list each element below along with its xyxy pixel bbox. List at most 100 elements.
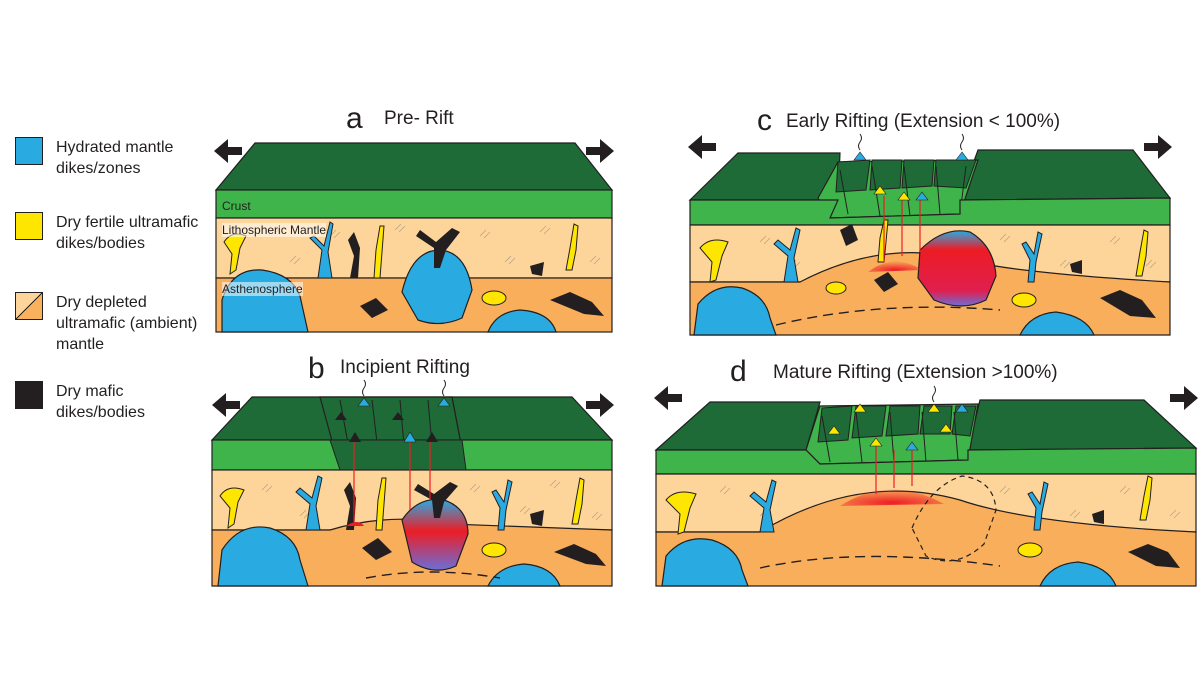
panel-c-letter: c: [757, 104, 772, 137]
mafic-body: [1128, 544, 1180, 568]
legend-label: Dry fertile ultramafic dikes/bodies: [56, 214, 199, 252]
crust-layer: [215, 189, 613, 219]
hydrated-body: [1039, 561, 1117, 587]
layer-label-asthenosphere: Asthenosphere: [222, 282, 303, 296]
fertile-dike: [571, 477, 585, 525]
fertile-dike: [665, 491, 697, 535]
asthenosphere-layer: [655, 490, 1197, 587]
relict-body-outline: [911, 475, 997, 562]
mafic-body: [360, 298, 388, 318]
legend-label: Hydrated mantle dikes/zones: [56, 139, 174, 177]
hydrated-body: [661, 538, 749, 587]
fertile-body: [825, 281, 847, 295]
legend-swatch-mafic: [15, 381, 43, 409]
arrow-left-icon: [654, 386, 682, 410]
fertile-dike: [1135, 229, 1149, 277]
mafic-body: [1092, 510, 1104, 524]
mafic-body: [530, 262, 544, 276]
fertile-dike: [375, 477, 387, 531]
panel-b-letter: b: [308, 352, 325, 385]
hydrated-dike: [309, 221, 334, 279]
hydrated-dike: [749, 479, 777, 533]
crust-graben-fill: [329, 439, 467, 471]
melt-lens: [840, 489, 944, 506]
mafic-dike: [344, 482, 356, 530]
mafic-body: [554, 544, 606, 566]
mafic-body: [874, 272, 898, 292]
fertile-body: [1017, 542, 1043, 558]
hydrated-body: [487, 309, 557, 333]
fertile-dike: [1139, 475, 1153, 521]
panel-a-letter: a: [346, 102, 363, 135]
arrow-right-icon: [1144, 135, 1172, 159]
legend-item-fertile: Dry fertile ultramafic dikes/bodies: [15, 212, 206, 254]
hydrated-body: [487, 563, 561, 587]
lab-dashed-line: [775, 306, 1001, 326]
hydrated-body: [1019, 311, 1095, 336]
panel-a: [214, 139, 614, 333]
volcano-markers: [853, 133, 969, 201]
panel-c: [688, 133, 1172, 336]
arrow-right-icon: [586, 139, 614, 163]
panel-a-title: Pre- Rift: [384, 108, 454, 129]
fertile-dike: [219, 487, 245, 530]
mafic-body: [362, 538, 392, 560]
lab-dashed-line: [365, 571, 501, 579]
layer-label-lithosphere: Lithospheric Mantle: [222, 223, 327, 237]
legend-label: Dry mafic dikes/bodies: [56, 383, 145, 421]
arrow-right-icon: [1170, 386, 1198, 410]
panel-b: [210, 379, 614, 587]
arrow-right-icon: [586, 393, 614, 417]
volcano-markers: [335, 379, 451, 443]
mafic-dike: [416, 228, 460, 268]
arrow-left-icon: [214, 139, 242, 163]
legend-swatch-depleted: [15, 292, 43, 320]
panel-d-title: Mature Rifting (Extension >100%): [773, 362, 1058, 383]
crust-top-surface: [214, 142, 614, 191]
legend-item-hydrated: Hydrated mantle dikes/zones: [15, 137, 206, 179]
panel-b-title: Incipient Rifting: [340, 357, 470, 378]
legend-label: Dry depleted ultramafic (ambient) mantle: [56, 294, 198, 353]
crust-top-surface: [688, 152, 841, 201]
graben-blocks: [835, 159, 977, 193]
melt-channels: [353, 436, 431, 522]
melt-lens: [346, 522, 364, 526]
arrow-left-icon: [212, 393, 240, 417]
hydrated-body: [401, 249, 473, 325]
volcano-markers: [827, 385, 969, 451]
mafic-body: [550, 292, 604, 316]
hydrated-body: [693, 286, 777, 336]
graben-faults: [821, 411, 959, 463]
melt-lens: [868, 261, 922, 272]
panel-c-title: Early Rifting (Extension < 100%): [786, 111, 1061, 132]
hydrated-dike: [1021, 231, 1043, 283]
mafic-body: [1070, 260, 1082, 274]
legend-swatch-hydrated: [15, 137, 43, 165]
hydrated-dike: [1027, 481, 1049, 531]
crust-top-surface: [959, 149, 1172, 201]
hydrated-dike: [491, 479, 513, 531]
legend-swatch-fertile: [15, 212, 43, 240]
melt-channels: [883, 196, 921, 262]
melt-blob: [401, 498, 469, 571]
layer-label-crust: Crust: [222, 199, 251, 213]
fertile-body: [1011, 292, 1037, 308]
arrow-left-icon: [688, 135, 716, 159]
fertile-dike: [699, 239, 729, 283]
mafic-body: [840, 224, 858, 246]
fertile-body: [481, 542, 507, 558]
melt-channels: [875, 446, 913, 494]
mafic-dike: [348, 232, 360, 278]
lithosphere-hatching: [261, 479, 603, 521]
fertile-dike: [565, 223, 579, 271]
mafic-body: [1100, 290, 1156, 318]
mafic-body: [530, 510, 544, 526]
crust-top-surface: [967, 399, 1198, 451]
hydrated-body: [217, 526, 309, 587]
panel-d-letter: d: [730, 355, 747, 388]
graben-blocks: [817, 405, 977, 443]
panel-d: [654, 385, 1198, 587]
crust-top-surface: [654, 401, 821, 451]
melt-blob: [917, 230, 997, 307]
